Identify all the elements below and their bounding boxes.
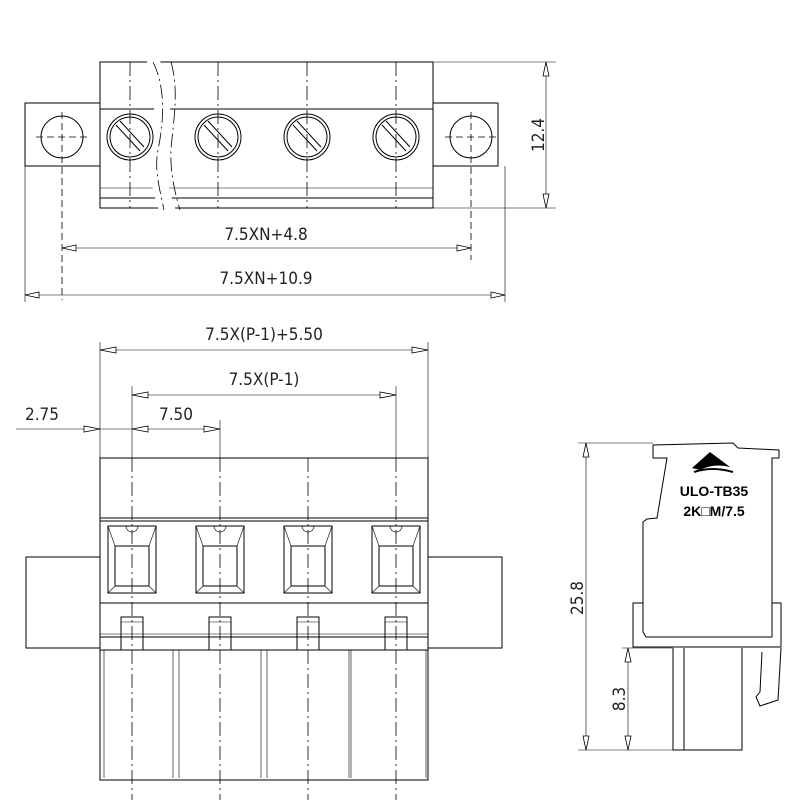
dim-height-12-4: 12.4	[529, 118, 549, 152]
screw-icon	[372, 62, 420, 208]
mount-hole-icon	[445, 112, 497, 260]
left-flange	[24, 102, 101, 167]
wire-entry-2	[195, 458, 245, 800]
front-right-flange	[427, 556, 503, 649]
dim-height-25-8: 25.8	[568, 581, 588, 615]
model-label: ULO-TB35	[680, 483, 749, 499]
dim-edge: 2.75	[25, 405, 59, 425]
dim-pins-span: 7.5X(P-1)	[229, 370, 300, 390]
front-body-outline	[99, 457, 429, 781]
screw-icon	[283, 62, 331, 208]
top-view: 12.4 7.5XN+4.8 7.5XN+10.9	[24, 55, 556, 302]
dim-mount-pitch: 7.5XN+4.8	[224, 225, 307, 245]
wire-entry-1	[107, 458, 157, 800]
screw-icon	[106, 62, 154, 208]
front-view: 7.5X(P-1)+5.50 7.5X(P-1) 2.75 7.50	[16, 325, 503, 800]
wire-entry-3	[283, 458, 333, 800]
side-view: ULO-TB35 2K□M/7.5 25.8 8.3	[568, 442, 782, 751]
dim-base-8-3: 8.3	[610, 687, 630, 711]
right-flange	[432, 102, 499, 167]
spec-label: 2K□M/7.5	[683, 503, 745, 519]
logo-icon	[692, 452, 734, 473]
front-left-flange	[25, 556, 101, 649]
wire-entry-4	[371, 458, 421, 800]
dim-overall-front: 7.5X(P-1)+5.50	[205, 325, 323, 345]
screw-icon	[194, 62, 242, 208]
mount-hole-icon	[36, 112, 88, 300]
dim-overall-top: 7.5XN+10.9	[219, 269, 312, 289]
dim-pitch: 7.50	[159, 405, 193, 425]
